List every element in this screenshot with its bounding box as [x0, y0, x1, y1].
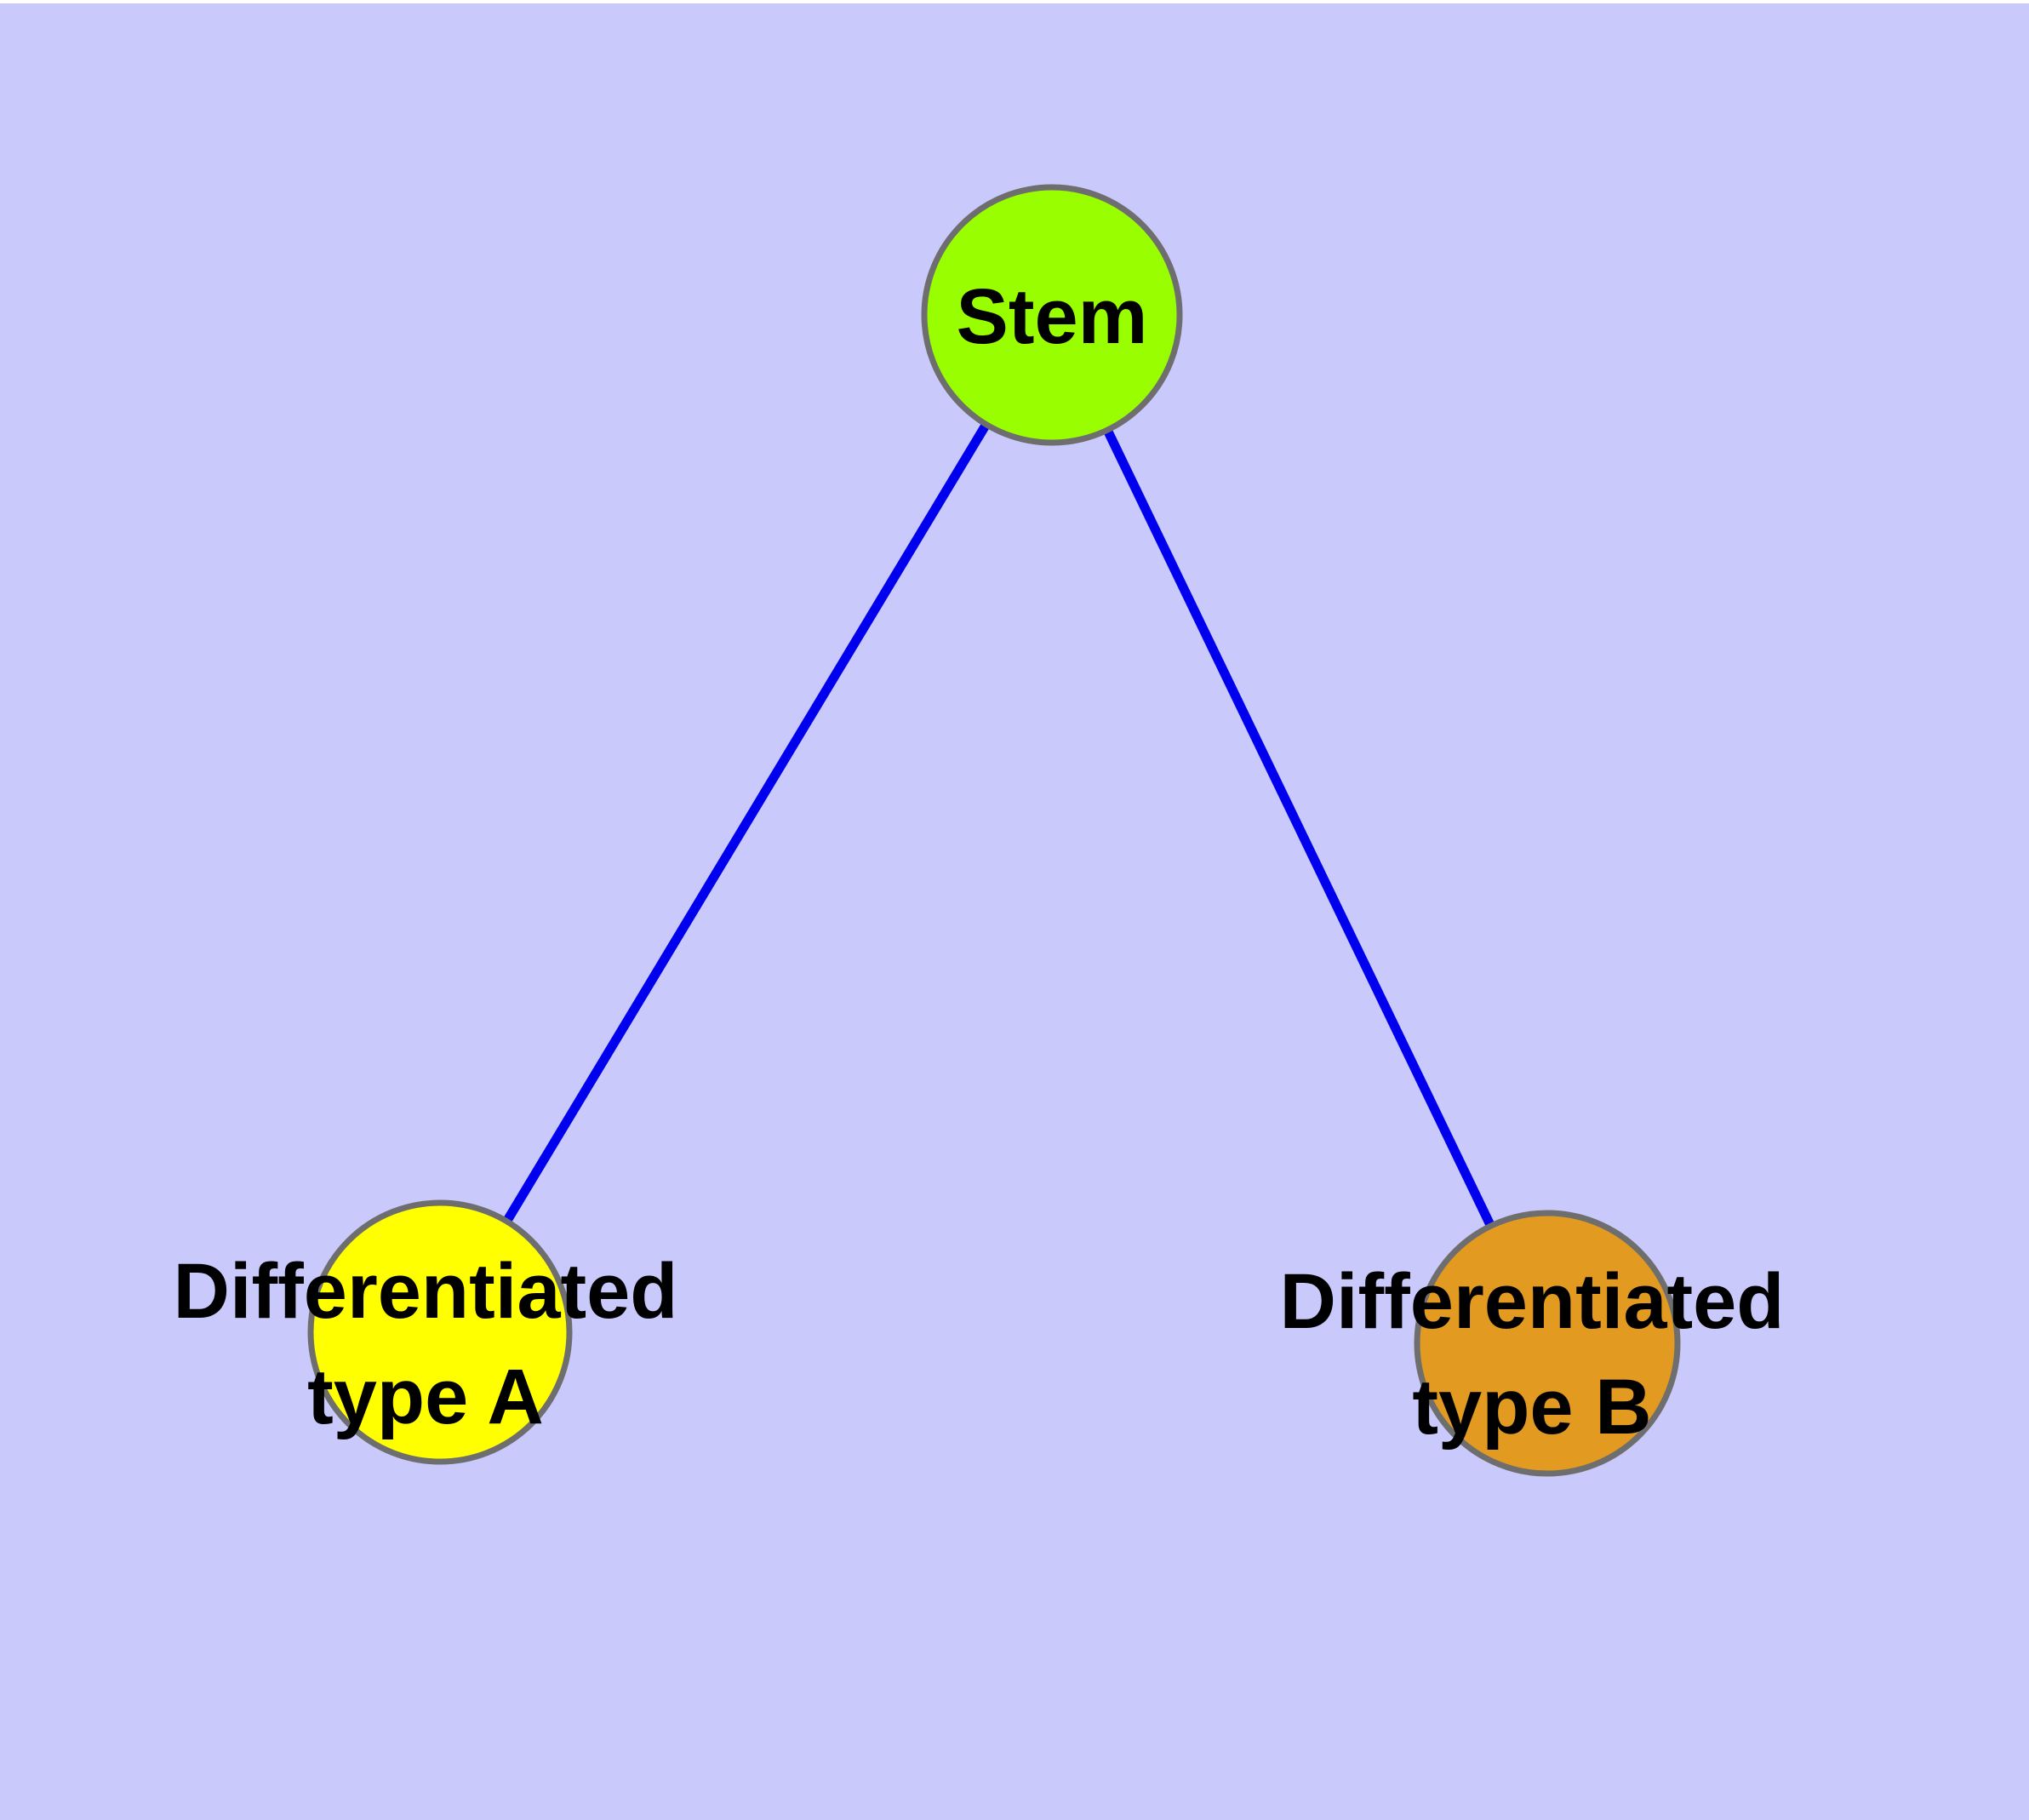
node-type-a-label-line1: Differentiated — [174, 1248, 678, 1335]
edge-stem-to-type-b — [1048, 312, 1552, 1346]
node-type-a-label-line2: type A — [307, 1354, 544, 1440]
node-type-b: Differentiated type B — [1280, 1210, 1785, 1477]
node-stem: Stem — [921, 184, 1183, 446]
edge-stem-to-type-a — [436, 312, 1056, 1335]
node-type-b-label-line2: type B — [1412, 1364, 1651, 1451]
node-stem-label: Stem — [957, 273, 1148, 360]
node-stem-circle — [921, 184, 1183, 446]
node-type-b-circle — [1414, 1210, 1681, 1477]
node-type-a: Differentiated type A — [174, 1199, 678, 1465]
edge-layer — [436, 312, 1552, 1346]
node-type-b-label-line1: Differentiated — [1280, 1258, 1785, 1345]
node-type-a-circle — [307, 1199, 573, 1465]
